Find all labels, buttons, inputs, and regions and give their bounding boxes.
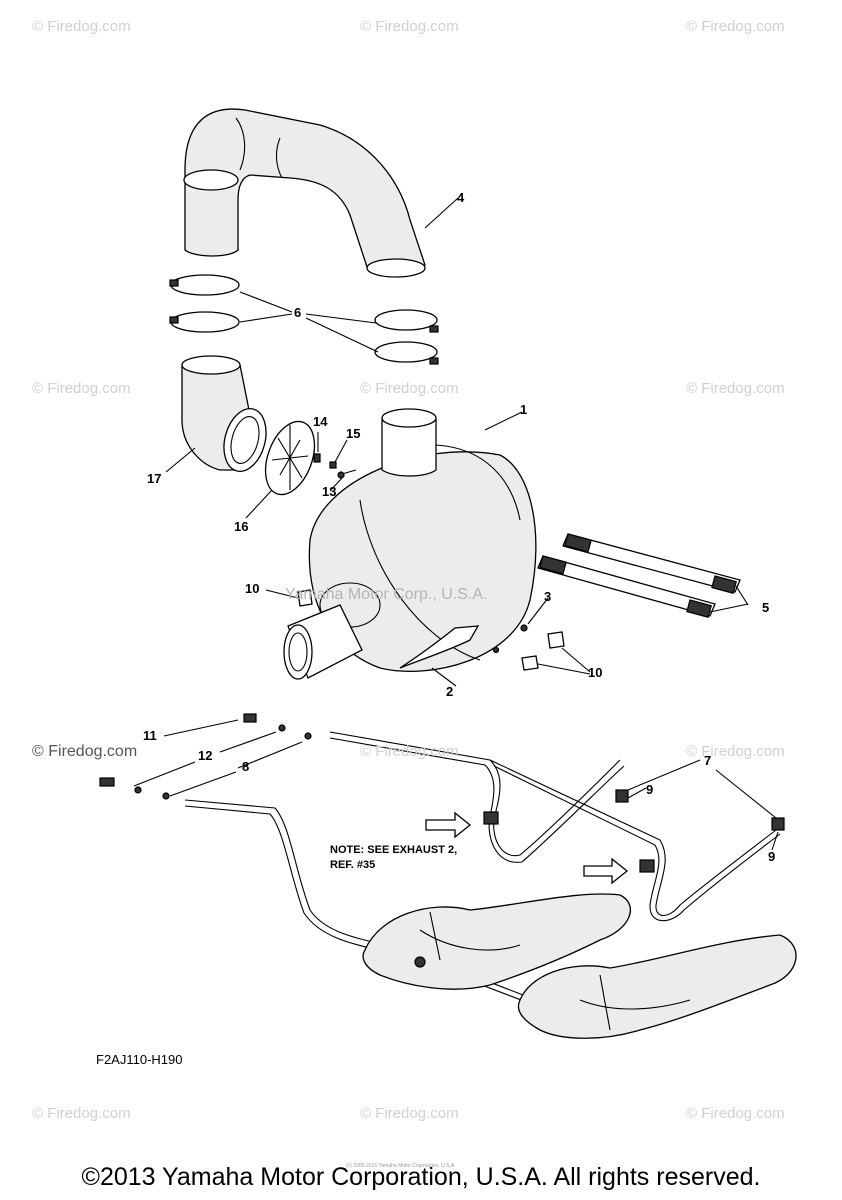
callout-10: 10 <box>245 581 260 596</box>
watermark: © Firedog.com <box>686 18 785 35</box>
leader-lines <box>165 197 749 687</box>
part-6-hose-clamps <box>169 274 439 365</box>
callout-9: 9 <box>768 849 776 864</box>
watermark: © Firedog.com <box>686 1105 785 1122</box>
fittings <box>99 713 785 873</box>
part-17-elbow <box>181 355 267 472</box>
callout-17: 17 <box>147 471 162 486</box>
callout-14: 14 <box>313 414 328 429</box>
diagram-code: F2AJ110-H190 <box>96 1052 183 1067</box>
center-watermark: Yamaha Motor Corp., U.S.A. <box>285 586 488 603</box>
callout-2: 2 <box>446 684 454 699</box>
callout-1: 1 <box>520 402 528 417</box>
callout-7: 7 <box>704 753 712 768</box>
part-4-exhaust-pipe <box>183 108 426 278</box>
watermark: © Firedog.com <box>32 380 131 397</box>
note-arrows <box>425 811 629 885</box>
callout-4: 4 <box>457 190 465 205</box>
watermark: © Firedog.com <box>32 1105 131 1122</box>
callout-9: 9 <box>646 782 654 797</box>
callout-8: 8 <box>242 759 250 774</box>
exhaust-note: NOTE: SEE EXHAUST 2, REF. #35 <box>330 843 457 873</box>
callout-16: 16 <box>234 519 249 534</box>
callout-10: 10 <box>588 665 603 680</box>
callout-6: 6 <box>294 305 302 320</box>
callout-3: 3 <box>544 589 552 604</box>
watermark: © Firedog.com <box>360 743 459 760</box>
watermark: © Firedog.com <box>360 380 459 397</box>
watermark: © Firedog.com <box>32 743 138 760</box>
exhaust-manifolds <box>362 893 797 1039</box>
copyright-notice: ©2013 Yamaha Motor Corporation, U.S.A. A… <box>81 1163 761 1191</box>
part-16-gasket <box>264 420 316 496</box>
watermark: © Firedog.com <box>360 1105 459 1122</box>
parts-3-10-brackets <box>297 589 565 671</box>
part-5-straps <box>537 533 741 619</box>
callout-11: 11 <box>143 728 157 743</box>
watermark: © Firedog.com <box>686 380 785 397</box>
tiny-print: (c) 2005-2015 Yamaha Motor Corporation, … <box>346 1163 456 1169</box>
watermark: © Firedog.com <box>32 18 131 35</box>
callout-15: 15 <box>346 426 361 441</box>
callout-13: 13 <box>322 484 337 499</box>
part-2-bracket <box>399 625 480 669</box>
callout-12: 12 <box>198 748 213 763</box>
small-fasteners <box>313 453 357 479</box>
note-line-2: REF. #35 <box>330 859 376 871</box>
watermark: © Firedog.com <box>360 18 459 35</box>
watermark: © Firedog.com <box>686 743 785 760</box>
part-1-muffler <box>283 408 537 680</box>
note-line-1: NOTE: SEE EXHAUST 2, <box>330 844 458 856</box>
callout-5: 5 <box>762 600 770 615</box>
